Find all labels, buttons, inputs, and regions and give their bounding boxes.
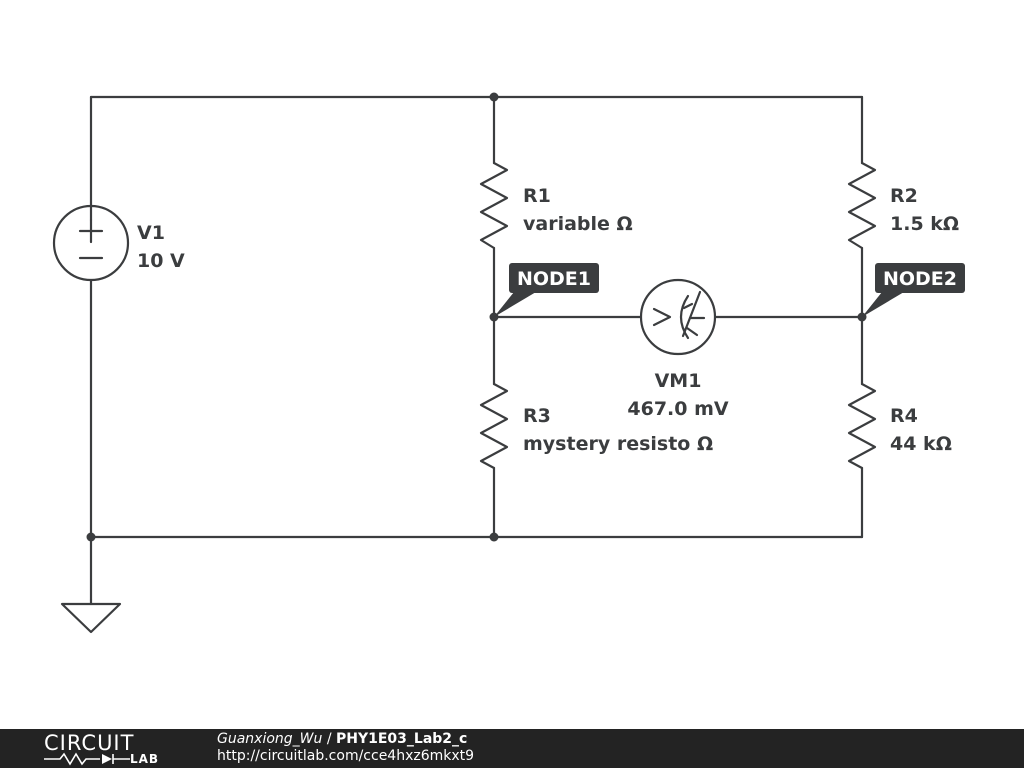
r1-value: variable Ω (523, 213, 633, 235)
junction-dot (489, 532, 499, 542)
node1-label-tag[interactable]: NODE1 (494, 260, 602, 317)
r2-value: 1.5 kΩ (890, 213, 959, 235)
author-name[interactable]: Guanxiong_Wu (217, 731, 323, 747)
v1-value: 10 V (137, 250, 185, 272)
r3-name: R3 (523, 405, 551, 427)
resistor-logo-icon (44, 752, 130, 766)
node-pointer-icon (494, 292, 536, 317)
schematic-canvas: V1 10 V R1 variable Ω R2 1.5 kΩ R3 myste… (52, 92, 968, 634)
resistor-r2[interactable] (847, 161, 877, 250)
voltage-source-v1[interactable] (52, 204, 130, 282)
logo-text-bottom: LAB (130, 752, 160, 766)
junction-dot (489, 92, 499, 102)
r2-name: R2 (890, 185, 918, 207)
footer-bar: CIRCUIT LAB Guanxiong_Wu / PHY1E03_Lab2_… (0, 729, 1024, 768)
r4-value: 44 kΩ (890, 433, 952, 455)
vm1-value: 467.0 mV (627, 398, 729, 420)
vm1-name: VM1 (655, 370, 702, 392)
node1-label: NODE1 (517, 268, 591, 290)
resistor-r4[interactable] (847, 382, 877, 470)
v1-name: V1 (137, 222, 165, 244)
credits: Guanxiong_Wu / PHY1E03_Lab2_c http://cir… (217, 731, 474, 765)
circuit-title[interactable]: PHY1E03_Lab2_c (336, 731, 468, 747)
r3-value: mystery resisto Ω (523, 433, 713, 455)
logo-text-top: CIRCUIT (44, 731, 135, 755)
ground-icon (60, 602, 122, 634)
voltage-source-body (52, 204, 130, 282)
junction-dot (86, 532, 96, 542)
meter-needle-icon (681, 290, 702, 338)
voltmeter-arrow-icon (652, 307, 672, 327)
circuit-url-link[interactable]: http://circuitlab.com/cce4hxz6mkxt9 (217, 748, 475, 764)
circuitlab-logo[interactable]: CIRCUIT LAB (44, 732, 174, 766)
ground-symbol (60, 598, 122, 634)
voltmeter-body (639, 278, 717, 356)
wires (89, 95, 864, 602)
node2-label-tag[interactable]: NODE2 (862, 260, 968, 317)
r1-name: R1 (523, 185, 551, 207)
separator: / (322, 731, 337, 747)
resistor-r3[interactable] (479, 382, 509, 470)
meter-scale-icon (679, 294, 690, 340)
resistor-r1[interactable] (479, 161, 509, 250)
voltmeter-vm1[interactable] (639, 278, 717, 356)
node2-label: NODE2 (883, 268, 957, 290)
r4-name: R4 (890, 405, 918, 427)
node-pointer-icon (862, 292, 904, 317)
